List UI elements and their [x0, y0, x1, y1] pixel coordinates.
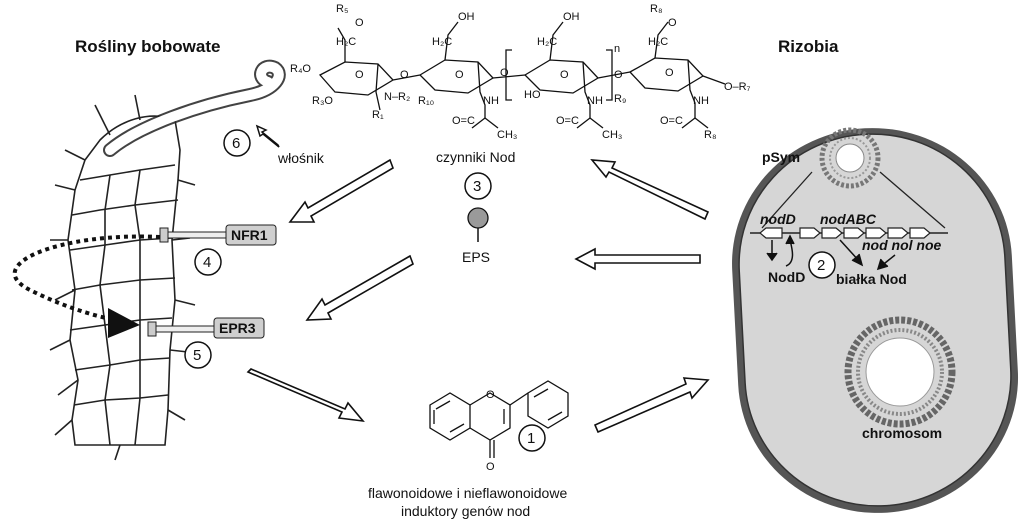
- svg-text:N–R₂: N–R₂: [384, 91, 410, 103]
- label-chromosome: chromosom: [862, 425, 942, 441]
- svg-text:R₄O: R₄O: [290, 63, 311, 75]
- svg-text:R₅: R₅: [336, 3, 348, 15]
- step-number-5: 5: [193, 347, 201, 364]
- step-circle-2: [808, 251, 836, 279]
- step-number-6: 6: [232, 135, 240, 152]
- svg-text:OH: OH: [458, 11, 475, 23]
- svg-text:CH₃: CH₃: [602, 129, 622, 141]
- nod-factor-labels: R₅ O H₂C R₄O R₃O N–R₂ R₁ R₁₀ O O OH H₂C …: [290, 3, 751, 141]
- step-circle-1: [518, 424, 546, 452]
- header-rhizobia: Rizobia: [778, 37, 839, 56]
- regulation-arrows: [766, 234, 896, 271]
- step-circle-5: [184, 341, 212, 369]
- hair-arrow-icon: [255, 124, 280, 148]
- flavone-structure: [429, 380, 569, 458]
- svg-text:O: O: [665, 67, 674, 79]
- svg-text:n: n: [614, 43, 620, 55]
- svg-text:H₂C: H₂C: [537, 36, 557, 48]
- receptor-label-nfr1: NFR1: [231, 227, 268, 243]
- svg-text:O: O: [400, 69, 409, 81]
- receptor-epr3: EPR3: [147, 317, 265, 339]
- gene-nodD: nodD: [760, 211, 796, 227]
- svg-text:H₂C: H₂C: [432, 36, 452, 48]
- svg-text:R₉: R₉: [614, 93, 626, 105]
- step-circle-4: [194, 248, 222, 276]
- svg-text:NH: NH: [483, 95, 499, 107]
- svg-text:O: O: [668, 17, 677, 29]
- psym-plasmid: [819, 127, 881, 189]
- step-circle-3: [464, 172, 492, 200]
- step-circle-6: [223, 129, 251, 157]
- signal-loop-arrowhead-icon: [108, 308, 140, 338]
- flavone-keto-o: O: [486, 461, 495, 473]
- svg-text:R₁: R₁: [372, 109, 384, 121]
- gene-nod-nol-noe: nod nol noe: [862, 237, 942, 253]
- nod-factor-structure: [318, 21, 726, 129]
- gene-nodABC: nodABC: [820, 211, 877, 227]
- step-number-2: 2: [817, 257, 825, 274]
- step-number-1: 1: [527, 430, 535, 447]
- svg-text:O=C: O=C: [660, 115, 683, 127]
- svg-text:H₂C: H₂C: [648, 36, 668, 48]
- svg-text:R₃O: R₃O: [312, 95, 333, 107]
- eps-molecule: [467, 207, 489, 242]
- svg-text:O–R₇: O–R₇: [724, 81, 751, 93]
- svg-text:O: O: [614, 69, 623, 81]
- svg-text:O: O: [560, 69, 569, 81]
- root-tissue: [49, 94, 196, 461]
- svg-text:O: O: [355, 69, 364, 81]
- chromosome: [844, 316, 956, 428]
- svg-text:R₈: R₈: [650, 3, 663, 15]
- label-inducers-line2: induktory genów nod: [401, 503, 530, 519]
- svg-text:O: O: [500, 67, 509, 79]
- label-root-hair: włośnik: [277, 150, 325, 166]
- rhizobium-cell: [732, 128, 1019, 513]
- step-number-4: 4: [203, 254, 211, 271]
- label-inducers-line1: flawonoidowe i nieflawonoidowe: [368, 485, 567, 501]
- nod-gene-cluster: [750, 227, 948, 239]
- svg-text:R₁₀: R₁₀: [418, 95, 434, 107]
- svg-text:H₂C: H₂C: [336, 36, 356, 48]
- svg-text:O: O: [355, 17, 364, 29]
- svg-text:CH₃: CH₃: [497, 129, 517, 141]
- svg-text:OH: OH: [563, 11, 580, 23]
- label-psym: pSym: [762, 149, 800, 165]
- signal-loop-arrow: [12, 234, 161, 322]
- svg-text:O: O: [455, 69, 464, 81]
- svg-text:NH: NH: [587, 95, 603, 107]
- label-nod-proteins: białka Nod: [836, 271, 907, 287]
- step-number-3: 3: [473, 178, 481, 195]
- flavone-ring-o: O: [486, 389, 495, 401]
- label-nodD-protein: NodD: [768, 269, 805, 285]
- receptor-label-epr3: EPR3: [219, 320, 256, 336]
- receptor-nfr1: NFR1: [159, 224, 277, 246]
- svg-text:HO: HO: [524, 89, 541, 101]
- svg-text:R₈: R₈: [704, 129, 717, 141]
- svg-text:O=C: O=C: [452, 115, 475, 127]
- hollow-arrows: [246, 158, 710, 434]
- svg-text:NH: NH: [693, 95, 709, 107]
- label-eps: EPS: [462, 249, 490, 265]
- label-nod-factors: czynniki Nod: [436, 149, 515, 165]
- header-legumes: Rośliny bobowate: [75, 37, 220, 56]
- svg-text:O=C: O=C: [556, 115, 579, 127]
